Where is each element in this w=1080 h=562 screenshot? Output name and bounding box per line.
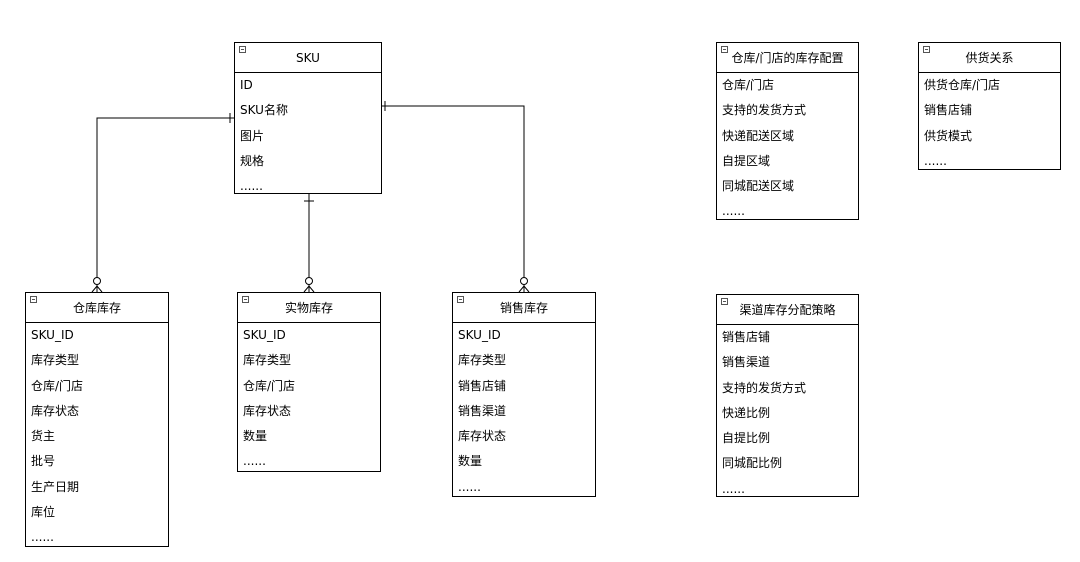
field-item: 销售店铺 <box>924 103 973 118</box>
field-item: 自提区域 <box>722 153 771 168</box>
entity-title: 仓库库存 <box>72 301 121 315</box>
link-sku-warehouse-stock <box>96 117 234 292</box>
entity-sales-stock[interactable]: 销售库存 SKU_ID 库存类型 销售店铺 销售渠道 库存状态 数量 .....… <box>452 292 596 497</box>
many-circle-physical <box>305 277 313 285</box>
crowfoot-physical <box>303 285 315 293</box>
field-item: SKU_ID <box>31 328 74 342</box>
field-list: SKU_ID 库存类型 仓库/门店 库存状态 数量 ...... <box>238 323 380 475</box>
field-item: 销售渠道 <box>722 355 771 370</box>
field-item: 库存状态 <box>458 429 507 444</box>
field-item: 快递比例 <box>722 405 771 420</box>
field-item: 规格 <box>240 153 265 168</box>
field-item: 库存类型 <box>31 353 80 368</box>
field-item: 货主 <box>31 429 56 444</box>
entity-header: 渠道库存分配策略 <box>717 295 858 325</box>
field-item: 数量 <box>243 429 268 444</box>
field-item: 仓库/门店 <box>31 378 84 393</box>
entity-header: 仓库/门店的库存配置 <box>717 43 858 73</box>
field-list: ID SKU名称 图片 规格 ...... <box>235 73 381 199</box>
field-item: SKU名称 <box>240 103 288 118</box>
field-item: 支持的发货方式 <box>722 103 807 118</box>
field-item: 支持的发货方式 <box>722 380 807 395</box>
crowfoot-warehouse <box>91 285 103 293</box>
collapse-icon[interactable] <box>721 298 728 305</box>
field-list: 仓库/门店 支持的发货方式 快递配送区域 自提区域 同城配送区域 ...... <box>717 73 858 225</box>
field-item: SKU_ID <box>243 328 286 342</box>
field-list: 销售店铺 销售渠道 支持的发货方式 快递比例 自提比例 同城配比例 ...... <box>717 325 858 502</box>
collapse-icon[interactable] <box>457 296 464 303</box>
field-item: ...... <box>240 179 263 194</box>
field-item: 仓库/门店 <box>243 378 296 393</box>
crowfoot-sales <box>518 285 530 293</box>
collapse-icon[interactable] <box>242 296 249 303</box>
field-item: ...... <box>31 530 54 545</box>
entity-header: SKU <box>235 43 381 73</box>
field-item: SKU_ID <box>458 328 501 342</box>
field-item: 库存类型 <box>458 353 507 368</box>
entity-sku[interactable]: SKU ID SKU名称 图片 规格 ...... <box>234 42 382 194</box>
entity-supply-relation[interactable]: 供货关系 供货仓库/门店 销售店铺 供货模式 ...... <box>918 42 1061 170</box>
entity-store-config[interactable]: 仓库/门店的库存配置 仓库/门店 支持的发货方式 快递配送区域 自提区域 同城配… <box>716 42 859 220</box>
field-item: 图片 <box>240 128 265 143</box>
field-item: 库存状态 <box>31 403 80 418</box>
entity-title: SKU <box>296 50 320 65</box>
collapse-icon[interactable] <box>923 46 930 53</box>
collapse-icon[interactable] <box>721 46 728 53</box>
many-circle-warehouse <box>93 277 101 285</box>
field-item: ...... <box>722 481 745 496</box>
field-item: 生产日期 <box>31 479 80 494</box>
field-item: 销售店铺 <box>722 330 771 344</box>
field-item: 供货模式 <box>924 128 973 143</box>
entity-header: 仓库库存 <box>26 293 168 323</box>
many-circle-sales <box>520 277 528 285</box>
entity-header: 实物库存 <box>238 293 380 323</box>
entity-warehouse-stock[interactable]: 仓库库存 SKU_ID 库存类型 仓库/门店 库存状态 货主 批号 生产日期 库… <box>25 292 169 547</box>
field-item: 同城配比例 <box>722 456 783 471</box>
field-item: 库位 <box>31 505 56 520</box>
entity-title: 仓库/门店的库存配置 <box>731 51 844 65</box>
field-item: 仓库/门店 <box>722 78 775 92</box>
field-item: ...... <box>722 204 745 219</box>
field-item: 供货仓库/门店 <box>924 78 1001 92</box>
entity-physical-stock[interactable]: 实物库存 SKU_ID 库存类型 仓库/门店 库存状态 数量 ...... <box>237 292 381 472</box>
field-item: ...... <box>924 153 947 168</box>
collapse-icon[interactable] <box>239 46 246 53</box>
field-item: 库存类型 <box>243 353 292 368</box>
field-item: 同城配送区域 <box>722 179 795 194</box>
field-item: 销售渠道 <box>458 403 507 418</box>
entity-title: 销售库存 <box>499 301 548 315</box>
field-item: ID <box>240 78 253 92</box>
field-item: ...... <box>458 479 481 494</box>
entity-header: 供货关系 <box>919 43 1060 73</box>
entity-channel-strategy[interactable]: 渠道库存分配策略 销售店铺 销售渠道 支持的发货方式 快递比例 自提比例 同城配… <box>716 294 859 497</box>
field-item: ...... <box>243 454 266 469</box>
field-item: 自提比例 <box>722 431 771 446</box>
collapse-icon[interactable] <box>30 296 37 303</box>
entity-title: 供货关系 <box>965 51 1014 65</box>
entity-header: 销售库存 <box>453 293 595 323</box>
field-list: SKU_ID 库存类型 仓库/门店 库存状态 货主 批号 生产日期 库位 ...… <box>26 323 168 551</box>
entity-title: 实物库存 <box>284 301 333 315</box>
link-sku-sales-stock <box>381 105 525 292</box>
field-item: 销售店铺 <box>458 378 507 393</box>
field-item: 库存状态 <box>243 403 292 418</box>
field-item: 数量 <box>458 454 483 469</box>
field-list: 供货仓库/门店 销售店铺 供货模式 ...... <box>919 73 1060 174</box>
field-item: 批号 <box>31 454 56 469</box>
entity-title: 渠道库存分配策略 <box>739 303 836 317</box>
field-item: 快递配送区域 <box>722 128 795 143</box>
field-list: SKU_ID 库存类型 销售店铺 销售渠道 库存状态 数量 ...... <box>453 323 595 500</box>
